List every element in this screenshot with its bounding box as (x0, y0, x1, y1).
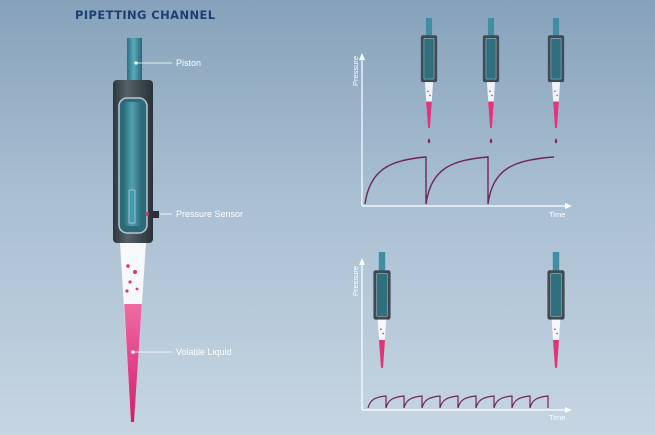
mini-channel-1 (420, 18, 438, 129)
mini-channel-3 (547, 18, 565, 129)
top-pressure-chart (359, 18, 572, 209)
pressure-sensor (153, 211, 159, 218)
page-title: PIPETTING CHANNEL (75, 8, 216, 22)
top-y-axis-label: Pressure (351, 55, 360, 86)
piston-label: Piston (176, 58, 202, 68)
volatile-liquid (124, 304, 142, 422)
mini-channel-2 (482, 18, 500, 129)
bottom-pressure-curve (367, 395, 549, 409)
bottom-pressure-chart (359, 252, 572, 413)
mini-channel-4 (372, 252, 392, 369)
vapor-bubbles (125, 264, 139, 293)
volatile-liquid-label: Volatile Liquid (176, 347, 232, 357)
top-pressure-curve (364, 156, 555, 205)
pipetting-channel-illustration (113, 38, 172, 422)
mini-channel-5 (546, 252, 566, 369)
top-x-axis-label: Time (549, 210, 566, 219)
piston-head (124, 102, 142, 226)
pressure-sensor-label: Pressure Sensor (176, 209, 244, 219)
droplets (427, 138, 558, 144)
bottom-x-axis-label: Time (549, 413, 566, 422)
bottom-y-axis-label: Pressure (351, 265, 360, 296)
